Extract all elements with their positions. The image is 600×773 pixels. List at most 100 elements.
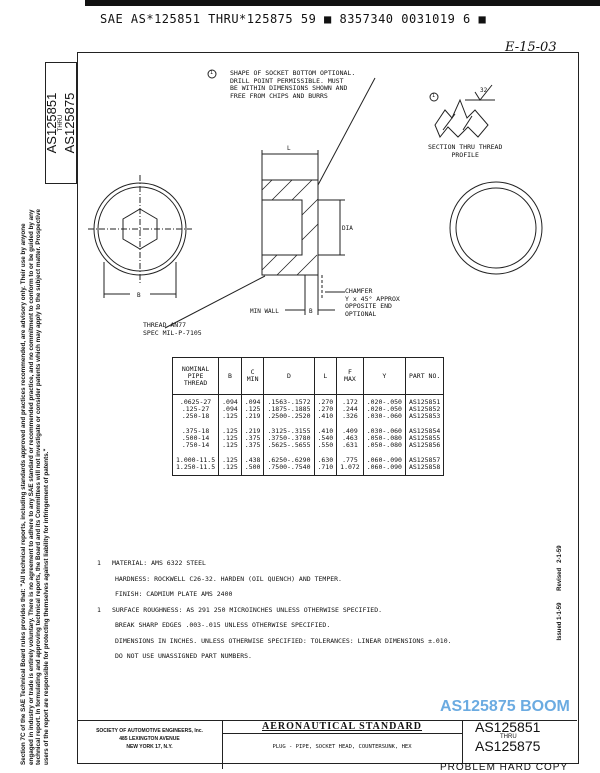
column-header: D bbox=[263, 357, 315, 395]
cell-value: .438 bbox=[244, 456, 261, 464]
cell-value: .244 bbox=[342, 405, 358, 413]
table-cell: .172.244.326 bbox=[336, 394, 364, 424]
problem-hard-copy-stamp: PROBLEM HARD COPY bbox=[440, 762, 569, 773]
dim-b-label: B bbox=[137, 292, 141, 299]
number-cell: AS125851 THRU AS125875 bbox=[467, 719, 577, 763]
section-marker: 1 bbox=[432, 93, 436, 99]
document-title: PLUG - PIPE, SOCKET HEAD, COUNTERSUNK, H… bbox=[272, 744, 412, 750]
cell-value: 1.072 bbox=[340, 463, 360, 471]
cell-value: .1875-.1885 bbox=[267, 405, 311, 413]
cell-value: AS125858 bbox=[408, 463, 441, 471]
cell-value: .500-14 bbox=[181, 434, 210, 442]
table-cell: .375-18.500-14.750-14 bbox=[171, 424, 220, 453]
society-address-2: NEW YORK 17, N.Y. bbox=[126, 744, 173, 750]
document-header-line: SAE AS*125851 THRU*125875 59 ■ 8357340 0… bbox=[100, 12, 487, 26]
column-header: NOMINAL PIPE THREAD bbox=[171, 357, 220, 395]
title-block: SOCIETY OF AUTOMOTIVE ENGINEERS, Inc. 48… bbox=[77, 719, 577, 769]
table-cell: .409.463.631 bbox=[336, 424, 364, 453]
cell-value: .219 bbox=[244, 412, 261, 420]
table-cell: .6250-.6290.7500-.7540 bbox=[263, 453, 315, 476]
table-cell: .1563-.1572.1875-.1885.2500-.2520 bbox=[263, 394, 315, 424]
cell-value: .631 bbox=[342, 441, 358, 449]
cell-value: .7500-.7540 bbox=[267, 463, 311, 471]
cell-value: AS125855 bbox=[408, 434, 441, 442]
cell-value: .094 bbox=[222, 398, 238, 406]
table-cell: .125.125 bbox=[218, 453, 242, 476]
column-header: B bbox=[218, 357, 242, 395]
thread-section-profile bbox=[434, 84, 495, 138]
table-cell: .030-.060.050-.080.050-.080 bbox=[362, 424, 406, 453]
roughness-value: 32 bbox=[480, 87, 488, 94]
cell-value: .060-.090 bbox=[366, 456, 402, 464]
note-finish: FINISH: CADMIUM PLATE AMS 2400 bbox=[115, 590, 233, 598]
chamfer-note: CHAMFER Y x 45° APPROX OPPOSITE END OPTI… bbox=[345, 287, 400, 318]
cell-value: .409 bbox=[342, 427, 358, 435]
cell-value: .125 bbox=[222, 463, 238, 471]
cell-value: .326 bbox=[342, 412, 358, 420]
table-cell: .094.125.219 bbox=[240, 394, 265, 424]
cell-value: .710 bbox=[317, 463, 334, 471]
table-cell: .630.710 bbox=[313, 453, 338, 476]
note-edges: BREAK SHARP EDGES .003-.015 UNLESS OTHER… bbox=[115, 621, 331, 629]
title-cell: AERONAUTICAL STANDARD PLUG - PIPE, SOCKE… bbox=[222, 721, 463, 763]
number-first: AS125851 bbox=[475, 719, 541, 735]
issued-label: Issued 1-1-59 bbox=[557, 602, 563, 641]
table-cell: .219.375.375 bbox=[240, 424, 265, 453]
society-address-1: 485 LEXINGTON AVENUE bbox=[119, 736, 180, 742]
cell-value: AS125857 bbox=[408, 456, 441, 464]
note-hardness: HARDNESS: ROCKWELL C26-32. HARDEN (OIL Q… bbox=[115, 574, 342, 583]
cell-value: .050-.080 bbox=[366, 434, 402, 442]
cell-value: .050-.080 bbox=[366, 441, 402, 449]
cell-value: .775 bbox=[342, 456, 358, 464]
cell-value: .030-.060 bbox=[366, 412, 402, 420]
cell-value: .172 bbox=[342, 398, 358, 406]
end-view-plain bbox=[449, 181, 543, 275]
cell-value: 1.250-11.5 bbox=[176, 463, 216, 471]
column-header: F MAX bbox=[336, 357, 364, 395]
plug-drawing: L DIA B B MIN WALL 32 bbox=[88, 69, 543, 329]
number-last: AS125875 bbox=[475, 738, 541, 754]
cell-value: .463 bbox=[342, 434, 358, 442]
cell-value: .3750-.3780 bbox=[267, 434, 311, 442]
standard-type: AERONAUTICAL STANDARD bbox=[222, 721, 462, 734]
cell-value: .094 bbox=[244, 398, 261, 406]
handwritten-reference: E-15-03 bbox=[505, 40, 557, 55]
scan-top-bar bbox=[85, 0, 600, 6]
cell-value: .270 bbox=[317, 398, 334, 406]
cell-value: AS125851 bbox=[408, 398, 441, 406]
cell-value: .3125-.3155 bbox=[267, 427, 311, 435]
table-body: .0625-27.125-27.250-18.094.094.125.094.1… bbox=[171, 394, 445, 476]
cell-value: .219 bbox=[244, 427, 261, 435]
cell-value: .0625-27 bbox=[179, 398, 212, 406]
table-row-group: .0625-27.125-27.250-18.094.094.125.094.1… bbox=[171, 394, 445, 424]
cell-value: .030-.060 bbox=[366, 427, 402, 435]
cell-value: .5625-.5655 bbox=[267, 441, 311, 449]
note-marker-b: 1 bbox=[97, 605, 101, 614]
socket-note-marker: 1 bbox=[210, 70, 214, 76]
number-thru: THRU bbox=[500, 734, 517, 740]
cell-value: 1.000-11.5 bbox=[176, 456, 216, 464]
cell-value: .125 bbox=[222, 456, 238, 464]
cell-value: .410 bbox=[317, 427, 334, 435]
cell-value: AS125852 bbox=[408, 405, 441, 413]
dim-b2-label: B bbox=[309, 308, 313, 315]
cell-value: .375 bbox=[244, 441, 261, 449]
end-view-hex-socket bbox=[88, 175, 192, 298]
cell-value: .020-.050 bbox=[366, 398, 402, 406]
cell-value: .060-.090 bbox=[366, 463, 402, 471]
revised-date: 2-1-59 bbox=[557, 545, 563, 563]
cell-value: .125 bbox=[222, 434, 238, 442]
cell-value: .094 bbox=[222, 405, 238, 413]
note-marker-a: 1 bbox=[97, 559, 101, 567]
cell-value: .250-18 bbox=[181, 412, 210, 420]
cell-value: .6250-.6290 bbox=[267, 456, 311, 464]
publisher-cell: SOCIETY OF AUTOMOTIVE ENGINEERS, Inc. 48… bbox=[77, 721, 223, 769]
